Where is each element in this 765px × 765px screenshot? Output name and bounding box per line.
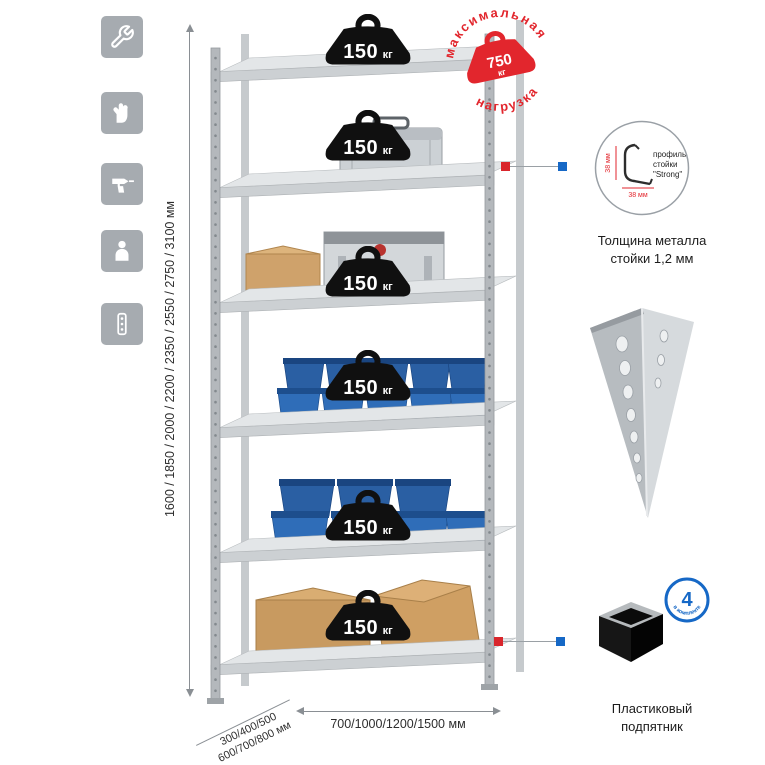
quantity-badge: 4 в комплекте [664, 577, 710, 623]
profile-label-1: профиль [653, 150, 686, 159]
profile-dim-horizontal: 38 мм [628, 192, 648, 199]
back-left-post [241, 34, 249, 686]
profile-dim-vertical: 38 мм [605, 153, 612, 173]
wrench-icon [101, 16, 143, 58]
shelf-load-weight: 150 кг [316, 246, 420, 302]
depth-dimension-label: 300/400/500 600/700/800 мм [216, 710, 293, 765]
arrow-up-icon [186, 24, 194, 32]
width-dimension-label: 700/1000/1200/1500 мм [330, 717, 466, 731]
arrow-left-icon [296, 707, 304, 715]
max-load-stamp: максимальная нагрузка 750 кг [426, 0, 573, 138]
glove-icon [101, 92, 143, 134]
foot-plate [481, 684, 498, 690]
shelf-load-weight: 150 кг [316, 14, 420, 70]
arrow-right-icon [493, 707, 501, 715]
height-dimension-label: 1600 / 1850 / 2000 / 2200 / 2350 / 2550 … [163, 200, 177, 518]
person-icon [101, 230, 143, 272]
shelf-load-weight: 150 кг [316, 590, 420, 646]
shelf-load-weight: 150 кг [316, 350, 420, 406]
stamp-unit: кг [497, 67, 507, 78]
badge-number: 4 [681, 589, 693, 611]
blue-marker [556, 637, 565, 646]
arrow-down-icon [186, 689, 194, 697]
profile-label-3: "Strong" [653, 170, 682, 179]
drill-icon [101, 163, 143, 205]
profile-label-2: стойки [653, 160, 677, 169]
profile-caption: Толщина металла стойки 1,2 мм [597, 233, 707, 266]
back-right-post [516, 20, 524, 672]
stamp-value: 750 [485, 51, 513, 73]
plastic-foot-image [599, 602, 663, 662]
shelf-load-weight: 150 кг [316, 110, 420, 166]
upright-post-image [590, 307, 694, 518]
callout-line [498, 641, 558, 642]
width-dimension-line [302, 711, 494, 712]
svg-text:нагрузка: нагрузка [471, 81, 544, 120]
rack-post-icon [101, 303, 143, 345]
callout-line [505, 166, 563, 167]
foot-plate [207, 698, 224, 704]
stamp-word-bottom: нагрузка [471, 81, 544, 120]
red-marker [501, 162, 510, 171]
height-dimension-line [189, 30, 190, 690]
blue-marker [558, 162, 567, 171]
shelf-load-weight: 150 кг [316, 490, 420, 546]
profile-detail-circle: 38 мм 38 мм профиль стойки "Strong" [594, 120, 690, 216]
red-marker [494, 637, 503, 646]
foot-caption: Пластиковый подпятник [611, 701, 693, 734]
